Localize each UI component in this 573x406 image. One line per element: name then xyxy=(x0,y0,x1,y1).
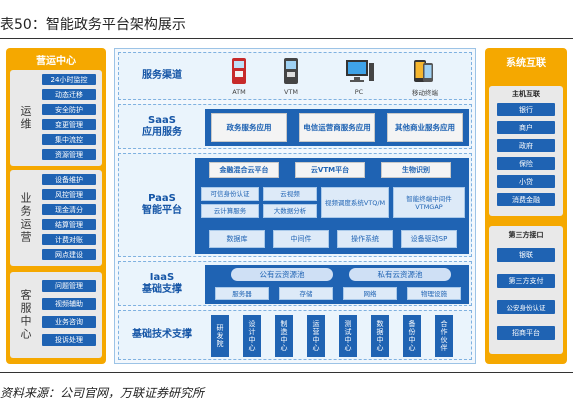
interface-item: 公安身份认证 xyxy=(497,300,555,314)
interconnect-item: 政府 xyxy=(497,139,555,152)
system-interconnect-panel: 系统互联 主机互联 银行 商户 政府 保险 小贷 消费金融 第三方接口 银联 第… xyxy=(485,48,567,364)
paas-mid-box: 视频调度系统VTQ/M xyxy=(321,187,389,218)
operations-center-title: 营运中心 xyxy=(36,55,76,67)
ops-group-maintenance: 运维 24小时监控 动态迁移 安全防护 变更管理 集中流控 资源管理 xyxy=(10,70,102,166)
ops-item: 计费对账 xyxy=(42,234,96,245)
paas-bottom-box: 操作系统 xyxy=(337,230,393,248)
paas-mid-box: 大数据分析 xyxy=(263,204,317,218)
tech-support-row: 基础技术支撑 研发院 设计中心 制造中心 运营中心 测试中心 数据中心 备份中心… xyxy=(118,310,472,360)
saas-app-box: 其他商业服务应用 xyxy=(387,113,463,142)
top-rule xyxy=(0,38,573,39)
resource-pool-pill: 私有云资源池 xyxy=(349,268,451,281)
vtm-icon xyxy=(284,58,298,84)
paas-bottom-box: 数据库 xyxy=(209,230,265,248)
ops-item: 问题管理 xyxy=(42,280,96,292)
device-label: PC xyxy=(354,88,364,96)
ops-item: 动态迁移 xyxy=(42,89,96,100)
paas-mid-box: 智能终端中间件VTMGAP xyxy=(393,187,465,218)
paas-top-box: 金融混合云平台 xyxy=(209,162,279,178)
tech-column: 研发院 xyxy=(211,315,229,357)
tech-column: 数据中心 xyxy=(371,315,389,357)
device-label: 移动终端 xyxy=(412,89,438,97)
iaas-item-box: 存储 xyxy=(279,287,333,300)
device-label: VTM xyxy=(283,88,299,96)
tech-column: 设计中心 xyxy=(243,315,261,357)
ops-item: 24小时监控 xyxy=(42,74,96,85)
paas-mid-box: 云视频 xyxy=(263,187,317,201)
third-party-interface-label: 第三方接口 xyxy=(508,231,544,239)
device-label: ATM xyxy=(232,88,246,96)
saas-row: SaaS 应用服务 政务服务应用 电信运营商服务应用 其他商业服务应用 xyxy=(118,104,472,149)
ops-item: 网点建设 xyxy=(42,249,96,260)
service-channel-label: 服务渠道 xyxy=(142,70,182,81)
pc-icon xyxy=(346,60,374,82)
ops-item: 风控管理 xyxy=(42,189,96,200)
ops-item: 结算管理 xyxy=(42,219,96,230)
ops-item: 视频辅助 xyxy=(42,298,96,310)
interface-item: 银联 xyxy=(497,248,555,262)
mobile-terminal-icon xyxy=(414,60,433,82)
ops-group-label: 客服中心 xyxy=(19,289,32,341)
ops-group-label: 业务运营 xyxy=(19,192,32,244)
operations-center-panel: 营运中心 运维 24小时监控 动态迁移 安全防护 变更管理 集中流控 资源管理 … xyxy=(6,48,106,364)
paas-top-box: 生物识别 xyxy=(381,162,451,178)
figure-title: 表50：智能政务平台架构展示 xyxy=(0,17,186,33)
interconnect-item: 银行 xyxy=(497,103,555,116)
system-interconnect-title: 系统互联 xyxy=(506,57,546,69)
iaas-item-box: 服务器 xyxy=(215,287,269,300)
tech-support-label: 基础技术支撑 xyxy=(132,329,192,340)
ops-item: 业务咨询 xyxy=(42,316,96,328)
paas-top-box: 云VTM平台 xyxy=(295,162,365,178)
saas-label: SaaS 应用服务 xyxy=(142,115,182,138)
ops-item: 安全防护 xyxy=(42,104,96,115)
paas-label: PaaS 智能平台 xyxy=(142,193,182,216)
interconnect-item: 消费金融 xyxy=(497,193,555,206)
iaas-item-box: 物理设施 xyxy=(407,287,461,300)
ops-group-service: 客服中心 问题管理 视频辅助 业务咨询 投诉处理 xyxy=(10,272,102,358)
tech-column: 备份中心 xyxy=(403,315,421,357)
saas-app-box: 电信运营商服务应用 xyxy=(299,113,375,142)
ops-item: 投诉处理 xyxy=(42,334,96,346)
service-channel-row: 服务渠道 ATM VTM PC 移动终端 xyxy=(118,52,472,100)
ops-item: 现金清分 xyxy=(42,204,96,215)
ops-item: 资源管理 xyxy=(42,149,96,160)
resource-pool-pill: 公有云资源池 xyxy=(231,268,333,281)
ops-item: 集中流控 xyxy=(42,134,96,145)
ops-group-label: 运维 xyxy=(19,105,32,131)
host-interconnect-label: 主机互联 xyxy=(512,90,540,98)
atm-icon xyxy=(232,58,246,84)
interconnect-item: 小贷 xyxy=(497,175,555,188)
tech-column: 测试中心 xyxy=(339,315,357,357)
paas-bottom-box: 中间件 xyxy=(273,230,329,248)
bottom-rule xyxy=(0,372,573,373)
interface-item: 招商平台 xyxy=(497,326,555,340)
ops-item: 变更管理 xyxy=(42,119,96,130)
source-note: 资料来源：公司官网，万联证券研究所 xyxy=(0,386,205,400)
ops-item: 设备维护 xyxy=(42,174,96,185)
tech-column: 运营中心 xyxy=(307,315,325,357)
paas-mid-box: 可信身份认证 xyxy=(201,187,259,201)
iaas-label: IaaS 基础支撑 xyxy=(142,272,182,295)
iaas-item-box: 网络 xyxy=(343,287,397,300)
ops-group-business: 业务运营 设备维护 风控管理 现金清分 结算管理 计费对账 网点建设 xyxy=(10,170,102,266)
paas-mid-box: 云计算服务 xyxy=(201,204,259,218)
host-interconnect-group: 主机互联 银行 商户 政府 保险 小贷 消费金融 xyxy=(489,86,563,216)
iaas-row: IaaS 基础支撑 公有云资源池 私有云资源池 服务器 存储 网络 物理设施 xyxy=(118,261,472,306)
paas-row: PaaS 智能平台 金融混合云平台 云VTM平台 生物识别 可信身份认证 云视频… xyxy=(118,153,472,257)
tech-column: 合作伙伴 xyxy=(435,315,453,357)
interconnect-item: 保险 xyxy=(497,157,555,170)
third-party-interface-group: 第三方接口 银联 第三方支付 公安身份认证 招商平台 xyxy=(489,226,563,354)
tech-column: 制造中心 xyxy=(275,315,293,357)
interconnect-item: 商户 xyxy=(497,121,555,134)
interface-item: 第三方支付 xyxy=(497,274,555,288)
paas-bottom-box: 设备驱动SP xyxy=(401,230,457,248)
saas-app-box: 政务服务应用 xyxy=(211,113,287,142)
